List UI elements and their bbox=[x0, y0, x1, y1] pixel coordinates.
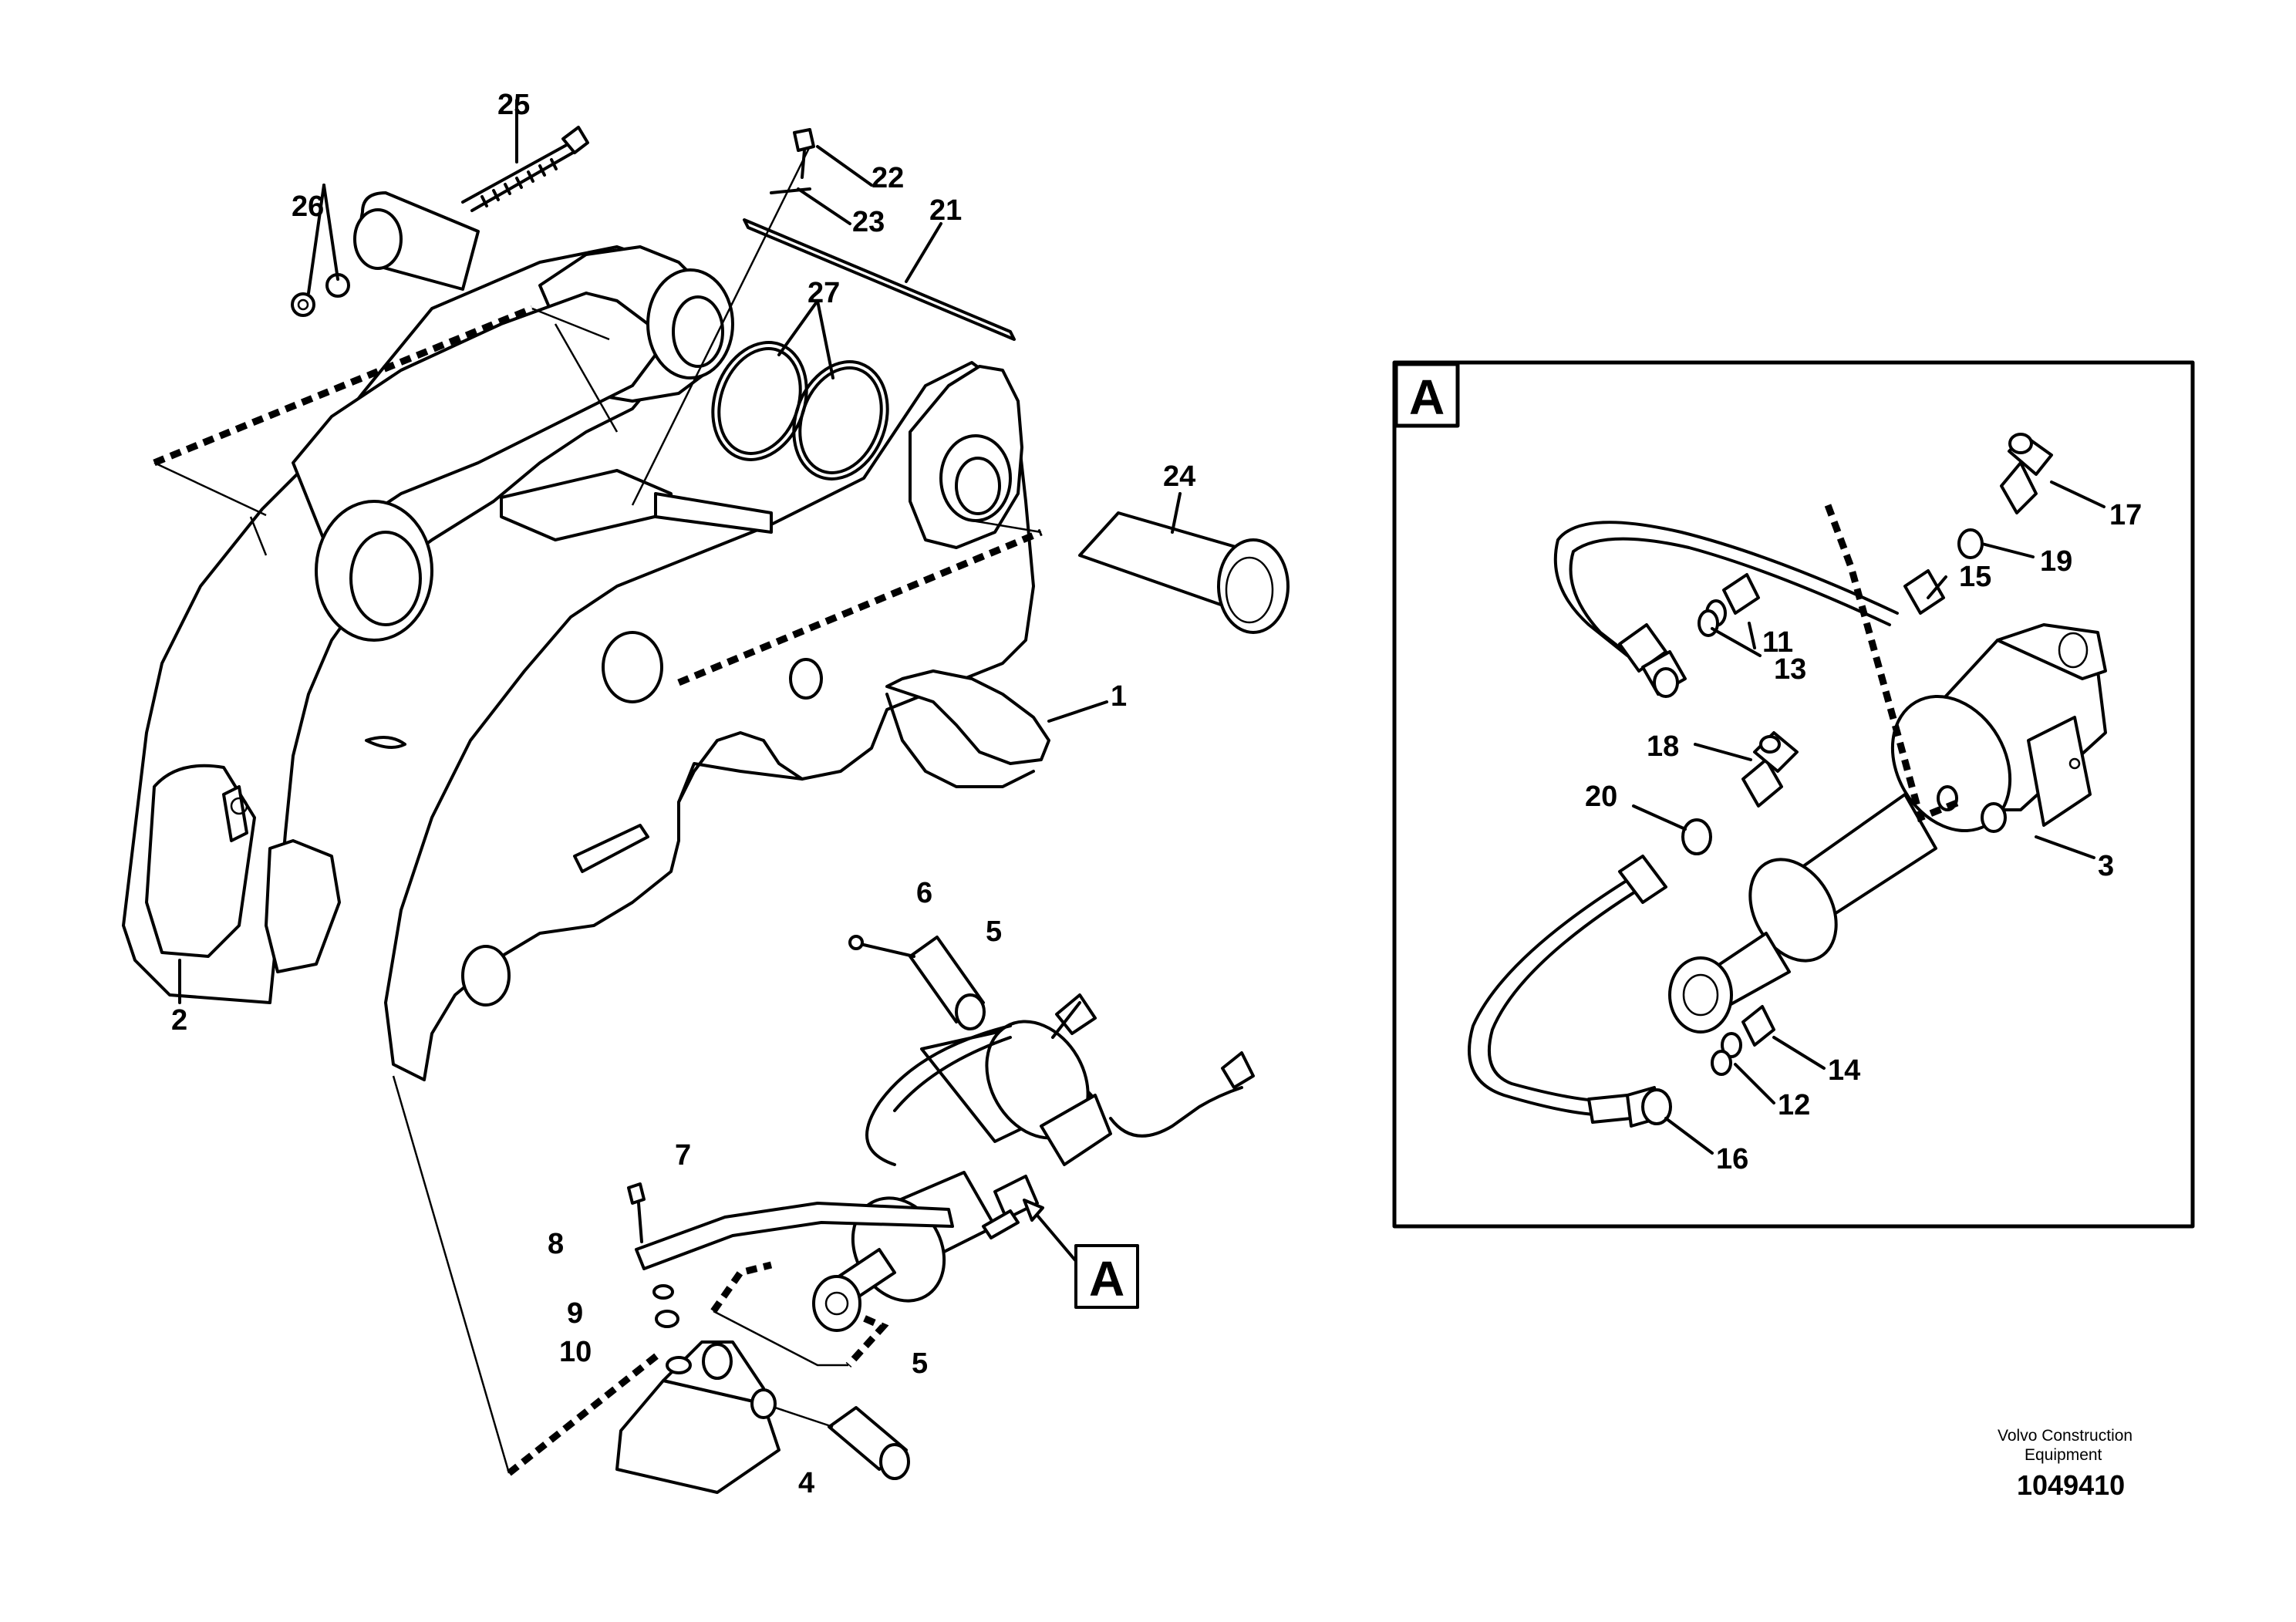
leaders-main bbox=[178, 99, 1182, 1004]
label-26: 26 bbox=[292, 191, 324, 223]
washers-9-10 bbox=[652, 1284, 679, 1328]
cylinder-main bbox=[812, 993, 1255, 1332]
label-1: 1 bbox=[1111, 680, 1127, 713]
label-9: 9 bbox=[567, 1297, 583, 1330]
label-17: 17 bbox=[2109, 499, 2142, 531]
label-18: 18 bbox=[1647, 730, 1679, 763]
company-line-1: Volvo Construction bbox=[1998, 1427, 2132, 1445]
pin-5-lower bbox=[763, 1402, 910, 1480]
label-6: 6 bbox=[916, 877, 932, 909]
pin-24 bbox=[1078, 511, 1290, 634]
label-3: 3 bbox=[2098, 850, 2114, 882]
label-11: 11 bbox=[1762, 626, 1793, 659]
label-5b: 5 bbox=[912, 1347, 928, 1380]
label-16: 16 bbox=[1716, 1143, 1748, 1175]
label-21: 21 bbox=[929, 194, 962, 227]
label-2: 2 bbox=[171, 1004, 187, 1037]
label-20: 20 bbox=[1585, 781, 1617, 813]
drawing-number: 1049410 bbox=[2017, 1469, 2125, 1501]
company-line-2: Equipment bbox=[2025, 1446, 2102, 1464]
label-7: 7 bbox=[675, 1139, 691, 1172]
detail-callout-a: A bbox=[1023, 1199, 1139, 1309]
bolt-22 bbox=[770, 128, 815, 194]
bolt-8 bbox=[627, 1182, 646, 1243]
label-5a: 5 bbox=[986, 916, 1002, 948]
detail-view-a-label: A bbox=[1409, 369, 1445, 425]
o-rings-27 bbox=[711, 341, 889, 481]
label-23: 23 bbox=[852, 206, 885, 238]
pin-5-upper bbox=[848, 935, 986, 1030]
callout-a-text: A bbox=[1089, 1251, 1124, 1307]
label-12: 12 bbox=[1778, 1089, 1810, 1121]
bracket-4 bbox=[615, 1340, 781, 1494]
assembly-dashes-main bbox=[153, 305, 1043, 1476]
label-14: 14 bbox=[1828, 1054, 1860, 1087]
lock-plate-7 bbox=[635, 1202, 954, 1270]
detail-view-a: A bbox=[1392, 360, 2195, 1229]
footer-block: Volvo Construction Equipment 1049410 bbox=[1998, 1427, 2132, 1501]
label-19: 19 bbox=[2040, 545, 2072, 578]
label-15: 15 bbox=[1959, 561, 1991, 593]
label-24: 24 bbox=[1163, 460, 1195, 493]
label-13: 13 bbox=[1774, 653, 1806, 686]
label-10: 10 bbox=[559, 1336, 592, 1368]
plate-21 bbox=[743, 218, 1016, 341]
part-labels: 1 2 3 4 5 5 6 7 8 9 10 11 12 13 14 15 16… bbox=[171, 89, 2142, 1499]
pin-25 bbox=[461, 126, 589, 212]
label-4: 4 bbox=[798, 1467, 814, 1499]
label-27: 27 bbox=[807, 277, 840, 309]
coupler-frame bbox=[122, 245, 1050, 1081]
label-22: 22 bbox=[872, 162, 904, 194]
label-8: 8 bbox=[548, 1228, 564, 1260]
bushing-26 bbox=[291, 191, 480, 317]
label-25: 25 bbox=[497, 89, 530, 121]
